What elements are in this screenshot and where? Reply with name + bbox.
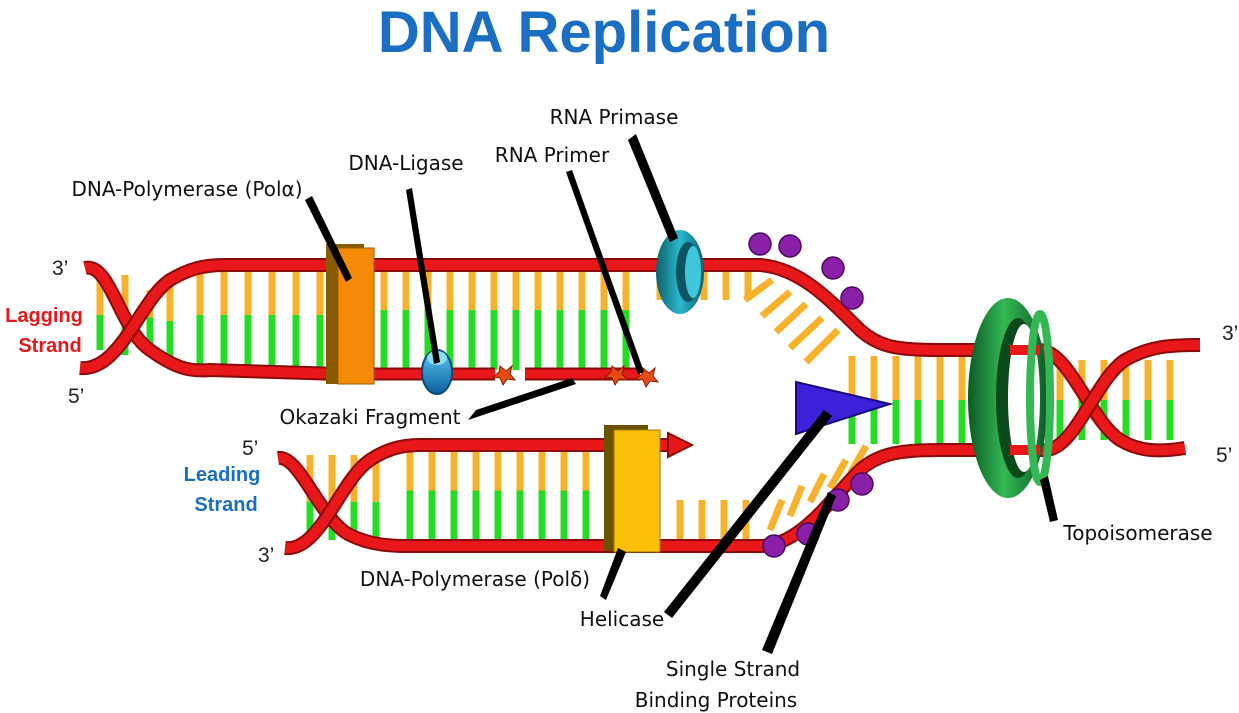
primer-label: RNA Primer xyxy=(495,143,610,167)
lagging-end-top: 3’ xyxy=(52,257,68,280)
lagging-strand-label-line2: Strand xyxy=(18,335,81,357)
primase-label: RNA Primase xyxy=(550,105,679,129)
label-pointers xyxy=(305,134,1058,654)
parent-end-top: 3’ xyxy=(1222,322,1238,345)
base-pair-segment xyxy=(787,315,825,351)
binding-protein xyxy=(840,286,864,310)
okazaki-label: Okazaki Fragment xyxy=(279,405,460,429)
leading-end-bottom: 3’ xyxy=(258,544,274,567)
binding-protein xyxy=(821,256,845,280)
pol-alpha-label: DNA-Polymerase (Polα) xyxy=(71,177,302,201)
topoisomerase-label: Topoisomerase xyxy=(1062,521,1212,545)
leading-end-top: 5’ xyxy=(242,437,258,460)
lagging-strand-label-line1: Lagging xyxy=(5,305,83,327)
base-pair-segment xyxy=(803,327,841,365)
binding-protein-icon xyxy=(748,232,874,558)
helicase-label: Helicase xyxy=(580,607,664,631)
left-helix xyxy=(79,258,341,381)
binding-protein xyxy=(778,234,802,258)
parent-end-bottom: 5’ xyxy=(1216,444,1232,467)
ssb-label-line1: Single Strand xyxy=(666,657,800,681)
primase-ring-icon xyxy=(656,230,704,314)
binding-protein xyxy=(748,232,772,256)
lagging-end-bottom: 5’ xyxy=(68,385,84,408)
binding-protein xyxy=(762,534,786,558)
base-pair-segment xyxy=(826,458,850,490)
right-helix xyxy=(1010,338,1201,458)
pol-delta-block xyxy=(604,425,661,553)
base-pair-segment xyxy=(766,498,786,532)
leading-strand-duplex xyxy=(277,431,1010,556)
pol-alpha-block xyxy=(326,244,375,385)
base-pair-segment xyxy=(773,301,809,335)
base-pair-segment xyxy=(742,277,775,303)
lagging-template-strand xyxy=(340,258,1010,357)
leading-strand-label-line2: Strand xyxy=(194,494,257,516)
pol-delta-label: DNA-Polymerase (Polδ) xyxy=(360,567,590,591)
primer-star-icon xyxy=(491,364,660,389)
topoisomerase-ring-icon xyxy=(968,298,1054,498)
ssb-label-line2: Binding Proteins xyxy=(635,688,797,712)
base-pair-segment xyxy=(786,484,806,518)
ligase-label: DNA-Ligase xyxy=(348,151,463,175)
base-pair-segment xyxy=(806,472,828,504)
binding-protein xyxy=(850,472,874,496)
base-pair-segment xyxy=(759,289,793,319)
leading-strand-label-line1: Leading xyxy=(184,464,261,486)
page-title: DNA Replication xyxy=(378,0,830,65)
